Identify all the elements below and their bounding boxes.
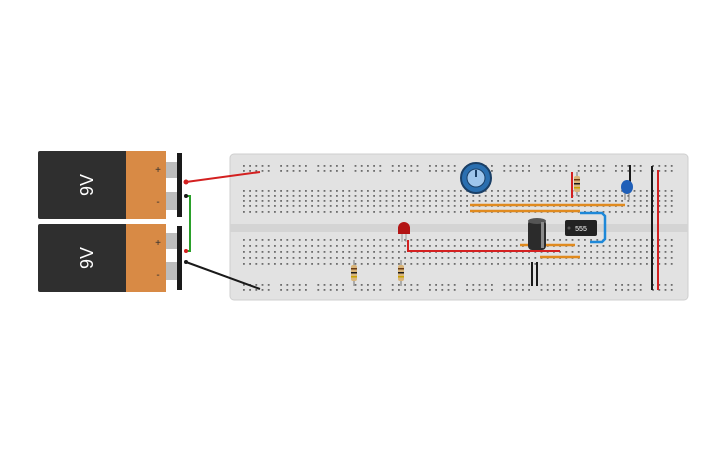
wire-blue[interactable] xyxy=(580,211,607,244)
ic-555[interactable]: 555 xyxy=(565,220,597,236)
battery-minus-label: - xyxy=(156,270,159,281)
breadboard[interactable] xyxy=(229,153,689,301)
battery-terminal-plus xyxy=(166,162,178,178)
wire-black-negative[interactable] xyxy=(185,261,261,290)
battery-bottom[interactable]: 9V + - xyxy=(38,224,182,292)
resistor-bottom-1[interactable] xyxy=(351,260,357,286)
battery-terminal-plus xyxy=(166,233,178,249)
battery-snap xyxy=(177,153,182,217)
battery-band xyxy=(126,151,166,219)
capacitor-icon xyxy=(621,180,633,194)
breadboard-wires xyxy=(407,165,659,290)
battery-terminal-minus xyxy=(166,192,178,210)
ic-chip-icon xyxy=(565,220,597,236)
resistor-bottom-2[interactable] xyxy=(398,260,404,286)
battery-band xyxy=(126,224,166,292)
battery-voltage-label: 9V xyxy=(77,174,97,196)
ic-label: 555 xyxy=(575,226,587,233)
ceramic-capacitor[interactable] xyxy=(621,180,633,200)
wire-red-positive[interactable] xyxy=(185,171,261,183)
battery-icon xyxy=(38,151,128,219)
battery-plus-label: + xyxy=(155,165,161,176)
breadboard-center-channel xyxy=(230,224,688,232)
battery-voltage-label: 9V xyxy=(77,247,97,269)
battery-plus-label: + xyxy=(155,238,161,249)
battery-icon xyxy=(38,224,128,292)
battery-minus-label: - xyxy=(156,197,159,208)
wire-red-led[interactable] xyxy=(407,240,560,252)
battery-snap xyxy=(177,226,182,290)
battery-terminal-minus xyxy=(166,262,178,280)
wire-green-series[interactable] xyxy=(186,195,191,252)
led[interactable] xyxy=(398,222,410,242)
potentiometer[interactable] xyxy=(460,162,492,194)
resistor-top[interactable] xyxy=(574,172,580,196)
battery-top[interactable]: 9V + - xyxy=(38,151,182,219)
electrolytic-capacitor[interactable] xyxy=(528,218,546,250)
battery-wires xyxy=(183,171,261,290)
